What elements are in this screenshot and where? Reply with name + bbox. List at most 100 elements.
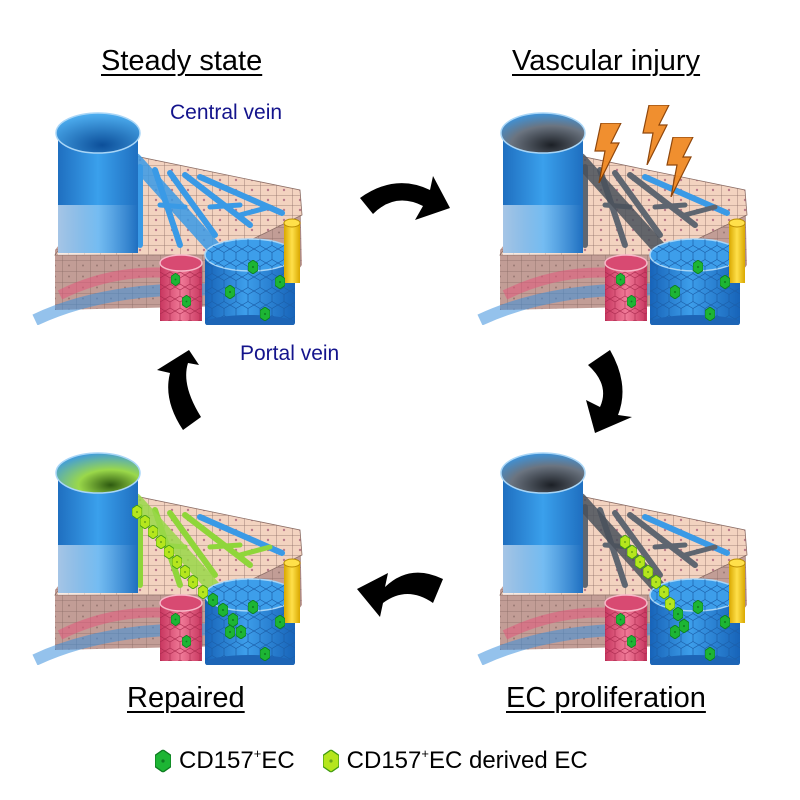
- cd157-derived-ec-cell: [635, 555, 645, 569]
- cd157-ec-cell: [679, 619, 689, 633]
- cd157-ec-cell: [693, 260, 703, 274]
- bile-duct: [729, 563, 745, 623]
- panel-title-repaired: Repaired: [127, 682, 245, 714]
- liver-lobule-illustration: [32, 112, 303, 325]
- cd157-derived-ec-cell: [620, 535, 630, 549]
- cd157-ec-cell: [248, 260, 258, 274]
- sinusoid: [612, 170, 663, 238]
- hepatic-artery-opening: [159, 594, 203, 612]
- cd157-ec-cell: [248, 600, 258, 614]
- cd157-ec-cell: [693, 600, 703, 614]
- cd157-ec-cell: [673, 607, 683, 621]
- sinusoid-branch: [207, 202, 243, 210]
- bile-duct: [284, 223, 300, 283]
- portal-vein-label: Portal vein: [240, 342, 340, 365]
- cd157-ec-cell: [228, 613, 238, 627]
- cd157-ec-cell: [720, 275, 730, 289]
- central-vein-opening: [55, 452, 141, 494]
- cd157-derived-ec-cell: [665, 597, 675, 611]
- cd157-ec-cell: [670, 285, 680, 299]
- cd157-ec-cell: [171, 613, 180, 626]
- central-vein-opening: [500, 112, 586, 154]
- cd157-ec-cell: [705, 307, 715, 321]
- central-to-portal-channel: [128, 153, 232, 267]
- sinusoid-branch: [682, 204, 718, 218]
- sinusoid-branch: [652, 202, 688, 210]
- hepatic-artery-opening: [159, 254, 203, 272]
- panel-title-steady-state: Steady state: [101, 45, 263, 77]
- central-vein-opening: [500, 452, 586, 494]
- hepatic-artery-opening: [604, 594, 648, 612]
- green-hexagon-icon: [155, 749, 171, 773]
- cd157-ec-cell: [616, 613, 625, 626]
- liver-lobule-illustration: [477, 452, 748, 665]
- sinusoid-branch: [237, 204, 273, 218]
- cd157-ec-cell: [171, 273, 180, 286]
- central-vein-label: Central vein: [170, 101, 283, 124]
- cd157-derived-ec-cell: [188, 575, 198, 589]
- cd157-ec-cell: [182, 635, 191, 648]
- legend-label-cd157-ec: CD157+EC: [179, 746, 295, 774]
- sinusoid: [612, 510, 663, 578]
- cd157-derived-ec-cell: [651, 575, 661, 589]
- sinusoid: [167, 170, 218, 238]
- cd157-ec-cell: [225, 285, 235, 299]
- sinusoid-branch: [237, 544, 273, 558]
- central-to-portal-channel: [128, 493, 232, 607]
- cd157-derived-ec-cell: [627, 545, 637, 559]
- cd157-derived-ec-cell: [132, 505, 142, 519]
- panel-title-ec-proliferation: EC proliferation: [506, 682, 706, 714]
- cd157-ec-cell: [627, 295, 636, 308]
- cd157-derived-ec-cell: [140, 515, 150, 529]
- cycle-arrow-down: [586, 350, 632, 433]
- central-to-portal-channel: [573, 153, 677, 267]
- legend-label-cd157-derived-ec: CD157+EC derived EC: [346, 746, 588, 774]
- cd157-ec-cell: [260, 307, 270, 321]
- cd157-ec-cell: [182, 295, 191, 308]
- liver-lobule-illustration: [32, 452, 303, 665]
- hepatic-artery-opening: [604, 254, 648, 272]
- cycle-arrow-left: [357, 572, 443, 617]
- cd157-ec-cell: [275, 615, 285, 629]
- panel-title-vascular-injury: Vascular injury: [512, 45, 701, 77]
- cd157-derived-ec-cell: [148, 525, 158, 539]
- cd157-ec-cell: [208, 593, 218, 607]
- legend: CD157+EC CD157+EC derived EC: [155, 746, 604, 775]
- bile-duct-opening: [728, 218, 746, 228]
- cd157-ec-cell: [275, 275, 285, 289]
- cd157-ec-cell: [218, 603, 228, 617]
- lightning-bolt-icon: [642, 105, 670, 165]
- panel-repaired: [20, 435, 320, 665]
- bile-duct-opening: [283, 558, 301, 568]
- sinusoid: [167, 510, 218, 578]
- panel-steady-state: [20, 95, 320, 325]
- panel-ec-proliferation: [465, 435, 765, 665]
- central-vein-opening: [55, 112, 141, 154]
- bile-duct-opening: [728, 558, 746, 568]
- sinusoid-branch: [682, 544, 718, 558]
- bile-duct: [729, 223, 745, 283]
- cd157-derived-ec-cell: [156, 535, 166, 549]
- sinusoid-branch: [652, 542, 688, 550]
- cd157-ec-cell: [616, 273, 625, 286]
- panel-vascular-injury: [465, 95, 765, 325]
- cd157-ec-cell: [225, 625, 235, 639]
- cycle-arrow-right: [360, 176, 450, 220]
- cd157-ec-cell: [720, 615, 730, 629]
- lime-hexagon-icon: [323, 749, 339, 773]
- cd157-ec-cell: [236, 625, 246, 639]
- cd157-derived-ec-cell: [172, 555, 182, 569]
- sinusoid-branch: [207, 542, 243, 550]
- cd157-ec-cell: [627, 635, 636, 648]
- cd157-ec-cell: [705, 647, 715, 661]
- cd157-derived-ec-cell: [180, 565, 190, 579]
- cd157-derived-ec-cell: [643, 565, 653, 579]
- cycle-arrow-up: [157, 350, 201, 430]
- bile-duct: [284, 563, 300, 623]
- liver-lobule-illustration: [477, 105, 748, 325]
- cd157-derived-ec-cell: [164, 545, 174, 559]
- legend-item-cd157-derived-ec: CD157+EC derived EC: [323, 746, 588, 775]
- cd157-derived-ec-cell: [198, 585, 208, 599]
- bile-duct-opening: [283, 218, 301, 228]
- cd157-ec-cell: [260, 647, 270, 661]
